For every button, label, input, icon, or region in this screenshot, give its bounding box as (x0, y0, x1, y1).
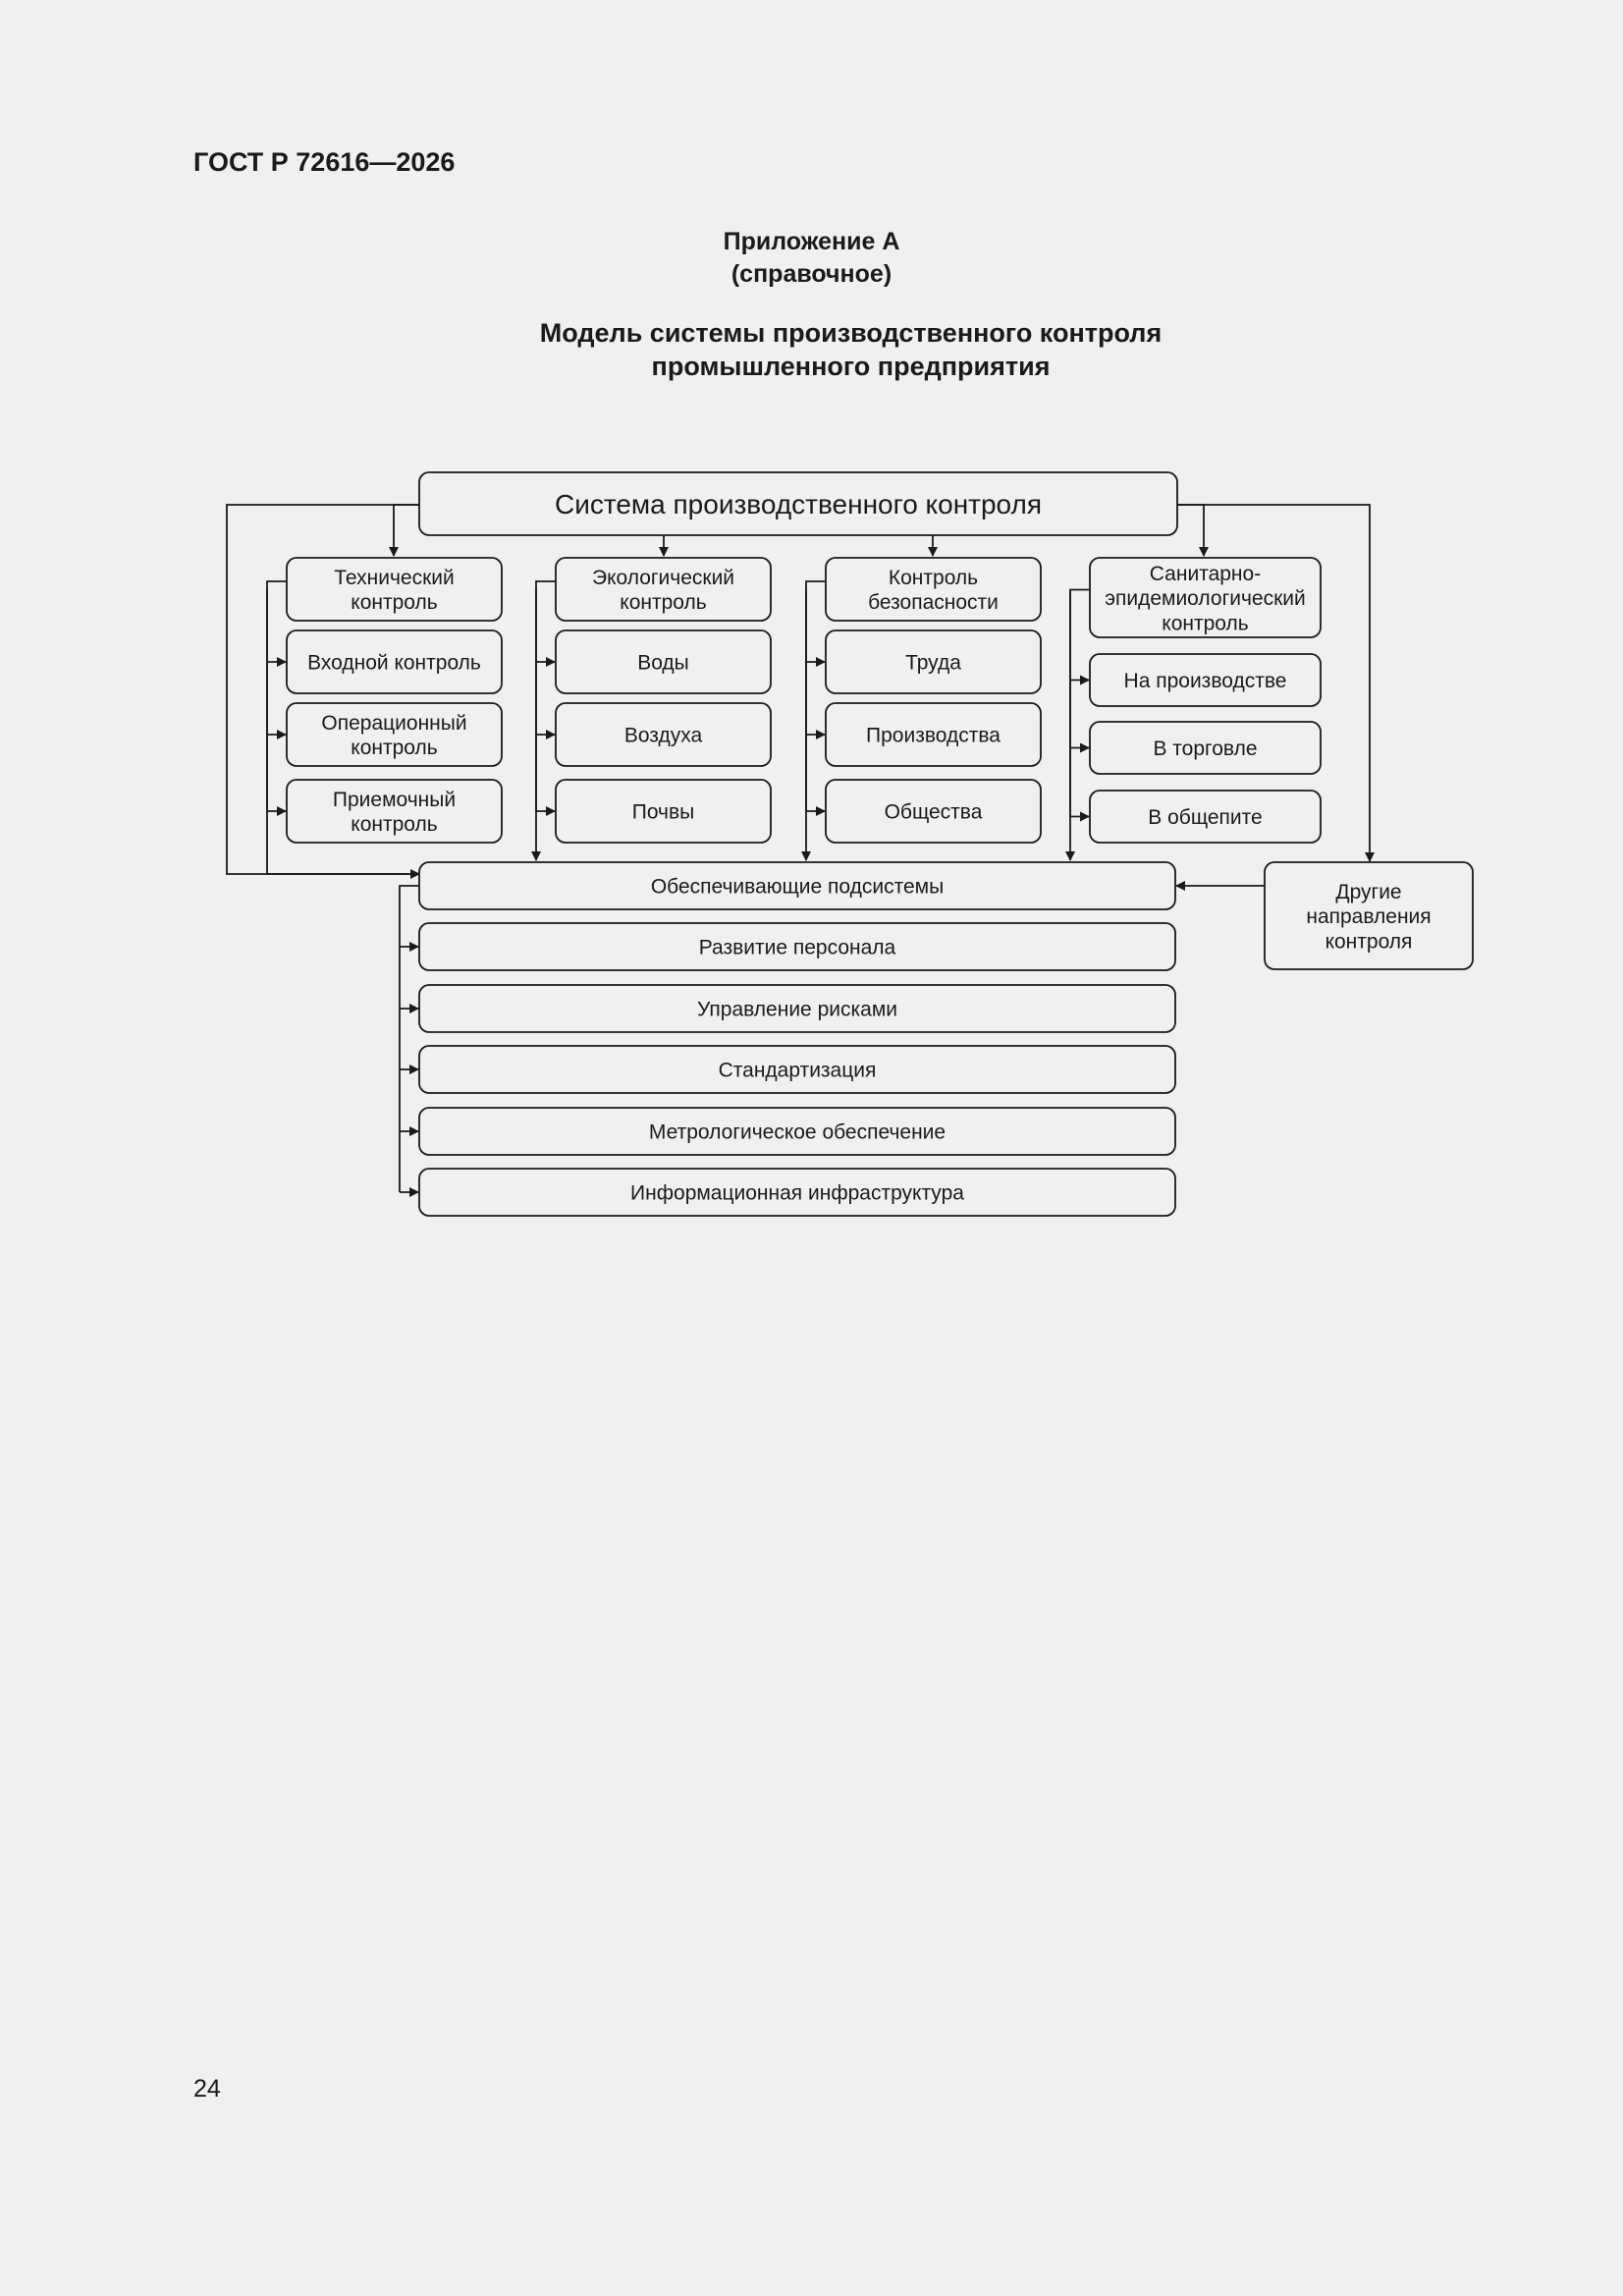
support-spine (399, 885, 419, 1192)
page-number: 24 (193, 2075, 221, 2103)
column-safety-item: Труда (825, 629, 1042, 694)
support-item: Управление рисками (418, 984, 1176, 1033)
column-sanitary-heading-label: Санитарно- (1150, 563, 1261, 585)
column-sanitary-item-label: На производстве (1124, 670, 1287, 692)
standard-designation: ГОСТ Р 72616—2026 (193, 147, 456, 177)
other-directions-box-label: направления (1306, 905, 1431, 928)
column-ecological-heading-label: контроль (620, 591, 706, 614)
column-safety-heading-label: безопасности (868, 591, 999, 614)
diagram-connectors (226, 504, 1375, 1197)
column-ecological-spine (535, 580, 556, 811)
column-sanitary-spine (1069, 588, 1090, 817)
column-sanitary-item-label: В общепите (1148, 806, 1262, 829)
column-sanitary-item-label: В торговле (1153, 738, 1257, 760)
appendix-label: Приложение А (723, 228, 900, 255)
support-item: Развитие персонала (418, 922, 1176, 971)
column-technical-spine (266, 580, 287, 811)
appendix-heading: Приложение А (справочное) (0, 226, 1623, 291)
technical-to-support-line (266, 589, 419, 875)
root-to-other-arrow (1177, 504, 1375, 862)
document-title: Модель системы производственного контрол… (0, 316, 1623, 383)
column-technical-item-label: Входной контроль (307, 652, 481, 675)
column-technical-item-label: контроль (351, 813, 437, 836)
column-safety-item: Производства (825, 702, 1042, 767)
column-technical-item: Входной контроль (286, 629, 503, 694)
support-subsystems-heading: Обеспечивающие подсистемы (418, 861, 1176, 910)
other-directions-box-label: контроля (1325, 930, 1413, 953)
support-item: Информационная инфраструктура (418, 1168, 1176, 1217)
support-item-label: Управление рисками (697, 999, 897, 1021)
column-technical-item-label: Приемочный (333, 789, 456, 811)
column-safety-item: Общества (825, 779, 1042, 844)
column-ecological-item: Почвы (555, 779, 772, 844)
column-safety-item-label: Общества (885, 801, 983, 824)
column-technical-heading-label: контроль (351, 591, 437, 614)
document-title-line-2: промышленного предприятия (651, 352, 1051, 381)
support-item: Стандартизация (418, 1045, 1176, 1094)
other-directions-box-label: Другие (1335, 881, 1401, 903)
support-item-label: Стандартизация (719, 1060, 877, 1082)
column-ecological-item: Воды (555, 629, 772, 694)
root-box: Система производственного контроля (418, 471, 1178, 536)
column-safety-spine (805, 580, 826, 811)
column-technical-heading-label: Технический (334, 567, 454, 589)
column-ecological-item-label: Почвы (632, 801, 695, 824)
document-title-line-1: Модель системы производственного контрол… (539, 318, 1163, 348)
column-sanitary-item: В общепите (1089, 790, 1322, 844)
root-to-sanitary-arrow (1177, 504, 1209, 557)
column-safety-item-label: Труда (905, 652, 961, 675)
column-safety-heading-label: Контроль (889, 567, 978, 589)
column-technical-item-label: контроль (351, 737, 437, 759)
column-sanitary-heading-label: контроль (1162, 612, 1248, 634)
column-sanitary-heading-label: эпидемиологический (1105, 587, 1305, 610)
support-item-label: Развитие персонала (699, 937, 896, 959)
support-item-label: Метрологическое обеспечение (649, 1121, 946, 1144)
column-ecological-heading-label: Экологический (592, 567, 734, 589)
root-box-label: Система производственного контроля (555, 489, 1042, 519)
root-to-technical-arrow (389, 504, 419, 557)
column-sanitary-item: На производстве (1089, 653, 1322, 707)
column-safety-item-label: Производства (866, 725, 1001, 747)
column-ecological-item-label: Воды (637, 652, 689, 675)
support-item: Метрологическое обеспечение (418, 1107, 1176, 1156)
diagram-boxes: Система производственного контроляТехнич… (286, 471, 1474, 1217)
column-ecological-item: Воздуха (555, 702, 772, 767)
support-subsystems-heading-label: Обеспечивающие подсистемы (651, 876, 944, 899)
column-technical-item-label: Операционный (321, 712, 466, 735)
appendix-type: (справочное) (730, 260, 893, 288)
column-ecological-item-label: Воздуха (624, 725, 703, 747)
support-item-label: Информационная инфраструктура (630, 1182, 964, 1205)
column-sanitary-item: В торговле (1089, 721, 1322, 775)
